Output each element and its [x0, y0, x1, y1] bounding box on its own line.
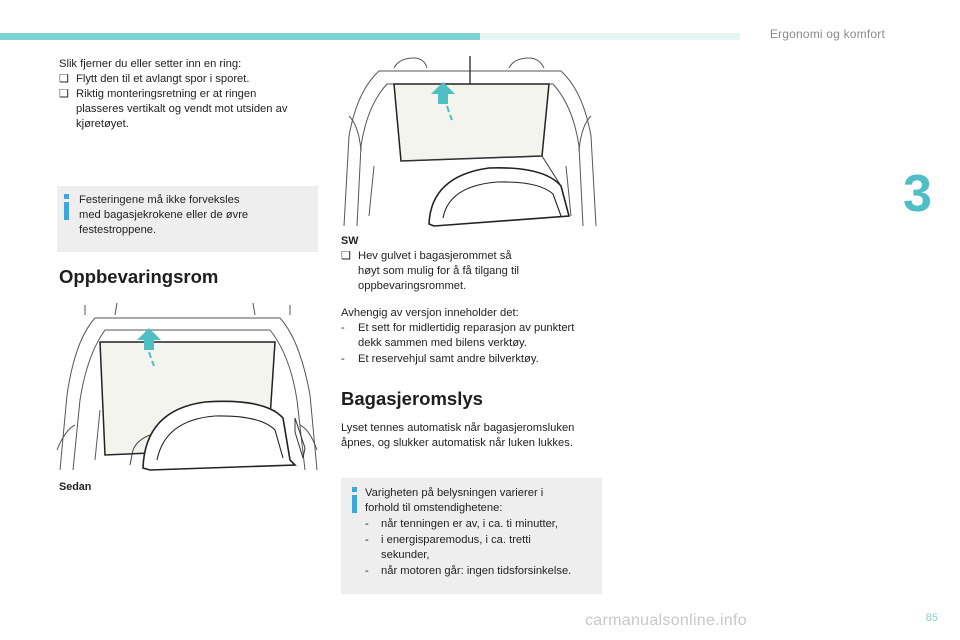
info-text: med bagasjekrokene eller de øvre — [79, 209, 249, 221]
content-intro: Avhengig av versjon inneholder det: — [341, 307, 519, 319]
header-accent-bar — [0, 33, 480, 40]
light-text: åpnes, og slukker automatisk når luken l… — [341, 437, 573, 449]
watermark: carmanualsonline.info — [585, 612, 747, 629]
page-number: 85 — [925, 612, 938, 624]
dash-marker: - — [365, 565, 369, 577]
info-item: sekunder, — [381, 549, 430, 561]
info-item: når motoren går: ingen tidsforsinkelse. — [381, 565, 572, 577]
info-text: festestroppene. — [79, 224, 157, 236]
sw-trunk-illustration — [343, 56, 597, 227]
info-text: Festeringene må ikke forveksles — [79, 194, 240, 206]
dash-marker: - — [365, 518, 369, 530]
section-heading-storage: Oppbevaringsrom — [59, 266, 219, 287]
dash-marker: - — [341, 322, 345, 334]
sedan-trunk-illustration — [56, 302, 318, 471]
intro-text: Slik fjerner du eller setter inn en ring… — [59, 58, 242, 70]
light-text: Lyset tennes automatisk når bagasjeromsl… — [341, 422, 575, 434]
chapter-number: 3 — [903, 165, 932, 223]
sw-step-text: høyt som mulig for å få tilgang til — [358, 265, 520, 277]
step-text: kjøretøyet. — [76, 118, 129, 130]
content-item: dekk sammen med bilens verktøy. — [358, 337, 527, 349]
sw-step-text: oppbevaringsrommet. — [358, 280, 467, 292]
info-box: Festeringene må ikke forveksles med baga… — [57, 186, 318, 252]
content-item: Et sett for midlertidig reparasjon av pu… — [358, 322, 575, 334]
image-caption: Sedan — [59, 481, 92, 493]
info-icon — [61, 194, 75, 222]
info-item: når tenningen er av, i ca. ti minutter, — [381, 518, 559, 530]
step-text: plasseres vertikalt og vendt mot utsiden… — [76, 103, 288, 115]
step-text: Riktig monteringsretning er at ringen — [76, 88, 257, 100]
info-box: Varigheten på belysningen varierer i for… — [341, 478, 602, 594]
info-text: forhold til omstendighetene: — [365, 502, 503, 514]
bullet-icon: ❑ — [59, 88, 70, 100]
dash-marker: - — [341, 353, 345, 365]
section-heading-trunk-light: Bagasjeromslys — [341, 388, 483, 409]
sw-step-text: Hev gulvet i bagasjerommet så — [358, 250, 512, 262]
step-text: Flytt den til et avlangt spor i sporet. — [76, 73, 250, 85]
content-item: Et reservehjul samt andre bilverktøy. — [358, 353, 539, 365]
chapter-title: Ergonomi og komfort — [769, 27, 885, 41]
header-accent-bar-light — [480, 33, 740, 40]
info-icon — [349, 487, 363, 515]
info-text: Varigheten på belysningen varierer i — [365, 487, 544, 499]
sw-label: SW — [341, 235, 359, 247]
bullet-icon: ❑ — [59, 73, 70, 85]
info-item: i energisparemodus, i ca. tretti — [381, 534, 531, 546]
dash-marker: - — [365, 534, 369, 546]
bullet-icon: ❑ — [341, 250, 352, 262]
